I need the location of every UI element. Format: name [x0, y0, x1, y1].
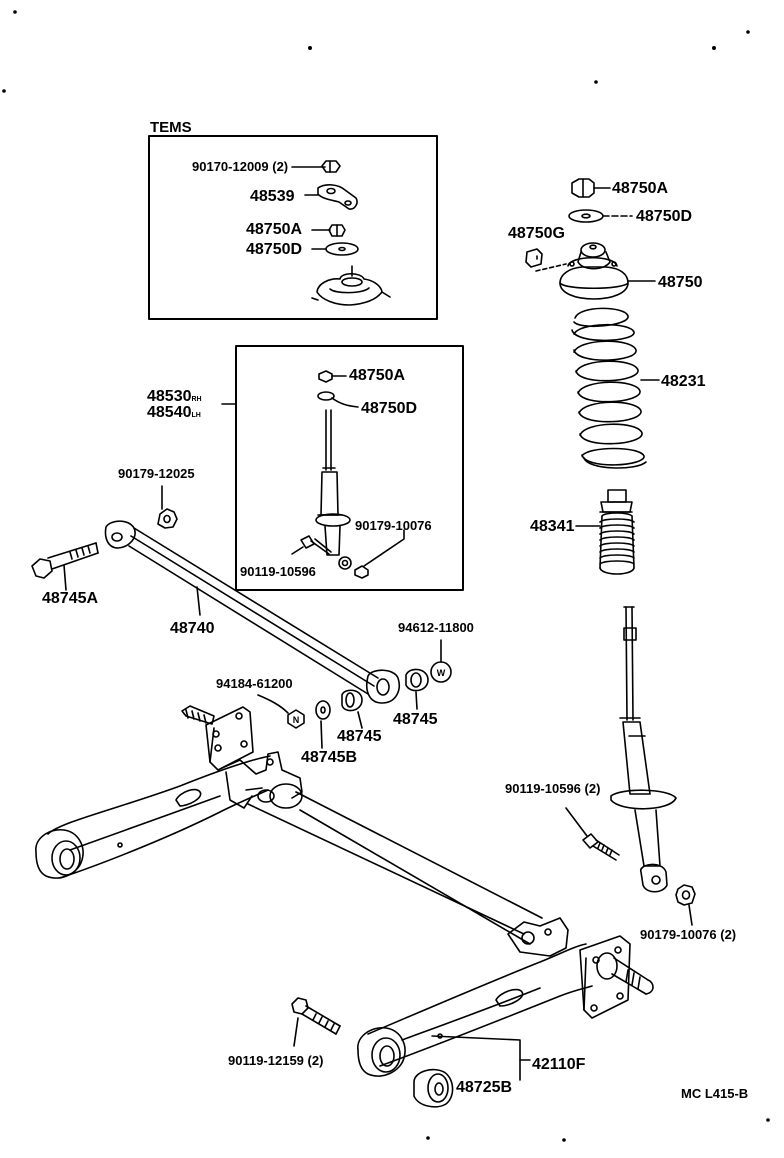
- inset-nut-48750a-icon: [312, 225, 345, 236]
- part-label-90170-12009: 90170-12009 (2): [192, 159, 289, 174]
- cap-48750g-icon: [526, 249, 566, 271]
- inset-washer-icon: [312, 243, 358, 255]
- part-label-48745-lower: 48745: [337, 728, 382, 745]
- box-nut-icon: [355, 530, 404, 578]
- part-label-48530: 48530RH: [147, 388, 202, 405]
- part-label-48750a-box: 48750A: [349, 367, 406, 384]
- part-label-48750d: 48750D: [636, 208, 693, 225]
- rear-nut-icon: [676, 885, 695, 925]
- box-shock-absorber-icon: [316, 410, 351, 569]
- part-label-90179-10076-box: 90179-10076: [355, 518, 432, 533]
- tems-inset-frame: [149, 136, 437, 319]
- coil-spring-48231-icon: [572, 308, 659, 468]
- rear-shock-absorber-icon: [611, 607, 676, 892]
- part-label-48231: 48231: [661, 373, 706, 390]
- nut-n-letter: N: [293, 715, 300, 725]
- rear-axle-beam-icon: [36, 706, 653, 1080]
- bushing-48725b-icon: [414, 1070, 453, 1107]
- part-label-48750d-box: 48750D: [361, 400, 418, 417]
- bushing-48745-upper-icon: [406, 669, 428, 709]
- upper-mount-48750-icon: [560, 243, 655, 299]
- figure-code: MC L415-B: [681, 1086, 749, 1101]
- washer-w-letter: W: [437, 668, 446, 678]
- part-label-48750d-inset: 48750D: [246, 241, 303, 258]
- part-label-48750g: 48750G: [508, 225, 565, 242]
- part-label-48745-upper: 48745: [393, 711, 438, 728]
- rear-bolt-icon: [566, 808, 619, 860]
- box-washer-48750d-icon: [318, 392, 358, 407]
- part-label-48750: 48750: [658, 274, 703, 291]
- part-label-48539: 48539: [250, 188, 295, 205]
- part-label-90179-12025: 90179-12025: [118, 466, 195, 481]
- box-bolt-icon: [292, 536, 331, 554]
- rh-mark: RH: [191, 396, 202, 403]
- part-label-48540: 48540LH: [147, 404, 201, 421]
- part-label-90119-12159-2: 90119-12159 (2): [228, 1053, 324, 1068]
- part-label-90119-10596-box: 90119-10596: [240, 564, 316, 579]
- part-label-90179-10076-2: 90179-10076 (2): [640, 927, 737, 942]
- nut-n-icon: [258, 695, 304, 728]
- part-label-48740: 48740: [170, 620, 215, 637]
- lateral-rod-bolt-icon: [32, 543, 98, 590]
- shock-absorber-detail-frame: [236, 346, 463, 590]
- part-label-48745a: 48745A: [42, 590, 99, 607]
- part-label-48750a-inset: 48750A: [246, 221, 303, 238]
- bump-boot-48341-icon: [576, 490, 634, 574]
- part-label-48341: 48341: [530, 518, 575, 535]
- part-label-94612-11800: 94612-11800: [398, 620, 474, 635]
- inset-nut-icon: [292, 161, 340, 172]
- washer-48745b-icon: [316, 701, 330, 748]
- inset-strut-mount-icon: [312, 266, 390, 305]
- inset-title: TEMS: [150, 119, 192, 136]
- part-label-94184-61200: 94184-61200: [216, 676, 293, 691]
- washer-w-icon: [431, 640, 451, 682]
- lh-mark: LH: [191, 412, 201, 419]
- part-label-42110f: 42110F: [532, 1056, 586, 1073]
- box-nut-48750a-icon: [319, 371, 346, 382]
- lateral-rod-nut-icon: [158, 486, 177, 528]
- inset-bracket-icon: [305, 185, 357, 209]
- part-label-48745b: 48745B: [301, 749, 358, 766]
- lateral-control-rod-icon: [106, 521, 400, 703]
- bushing-48745-lower-icon: [342, 690, 362, 728]
- part-label-48725b: 48725B: [456, 1079, 513, 1096]
- part-label-90119-10596-2: 90119-10596 (2): [505, 781, 601, 796]
- part-label-48750a: 48750A: [612, 180, 669, 197]
- upper-washer-48750d-icon: [569, 210, 632, 222]
- upper-nut-48750a-icon: [572, 179, 610, 197]
- trailing-arm-bolt-icon: [292, 998, 340, 1046]
